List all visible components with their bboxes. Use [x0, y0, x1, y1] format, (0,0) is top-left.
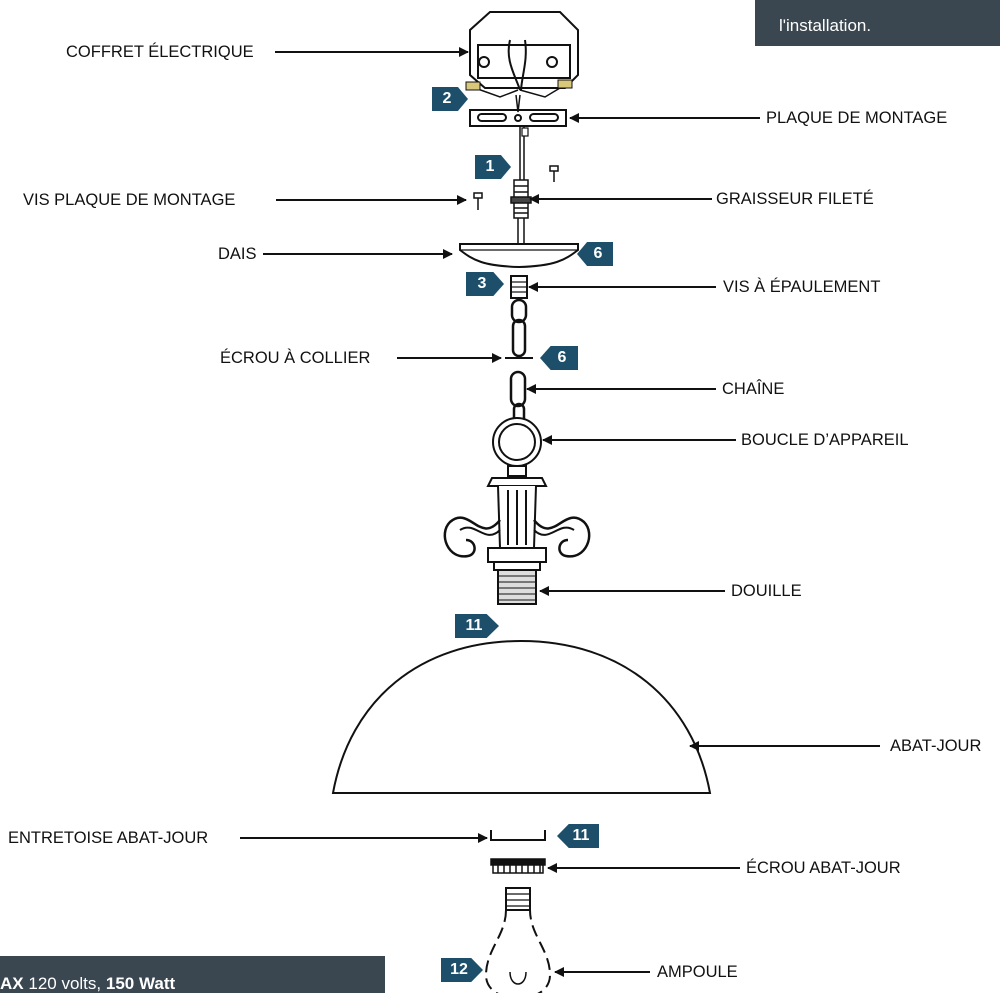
label-fixture-loop: BOUCLE D’APPAREIL: [741, 431, 909, 449]
canopy-illustration: [459, 243, 579, 269]
fixture-body-illustration: [443, 417, 591, 605]
mounting-screws-illustration: [473, 165, 559, 210]
note-panel: l'installation.: [755, 0, 1000, 46]
label-junction-box: COFFRET ÉLECTRIQUE: [66, 43, 254, 61]
label-canopy: DAIS: [218, 245, 257, 263]
label-mounting-screw: VIS PLAQUE DE MONTAGE: [23, 191, 236, 209]
threaded-nipple-illustration: [510, 179, 532, 244]
label-shoulder-screw: VIS À ÉPAULEMENT: [723, 278, 881, 296]
chain-illustration: [505, 275, 533, 426]
label-socket: DOUILLE: [731, 582, 802, 600]
junction-box-illustration: [465, 11, 579, 98]
label-shade: ABAT-JOUR: [890, 737, 982, 755]
bulb-volts: 120 volts,: [28, 974, 102, 993]
bulb-max-label: AX: [0, 974, 24, 993]
mounting-plate-illustration: [469, 94, 567, 180]
label-bulb: AMPOULE: [657, 963, 738, 981]
label-chain: CHAÎNE: [722, 380, 785, 398]
label-shade-nut: ÉCROU ABAT-JOUR: [746, 859, 901, 877]
label-threaded-nipple: GRAISSEUR FILETÉ: [716, 190, 874, 208]
bulb-illustration: [484, 887, 552, 993]
bulb-rating-panel: AX 120 volts, 150 Watt: [0, 956, 385, 993]
shade-spacer-illustration: [490, 830, 546, 841]
shade-illustration: [331, 639, 712, 794]
leader-lines: [240, 47, 880, 977]
label-shade-spacer: ENTRETOISE ABAT-JOUR: [8, 829, 209, 847]
shade-nut-illustration: [490, 858, 546, 874]
label-collar-nut: ÉCROU À COLLIER: [220, 349, 371, 367]
label-mounting-plate: PLAQUE DE MONTAGE: [766, 109, 948, 127]
note-line-2: l'installation.: [779, 16, 872, 35]
bulb-watts: 150 Watt: [105, 974, 176, 993]
